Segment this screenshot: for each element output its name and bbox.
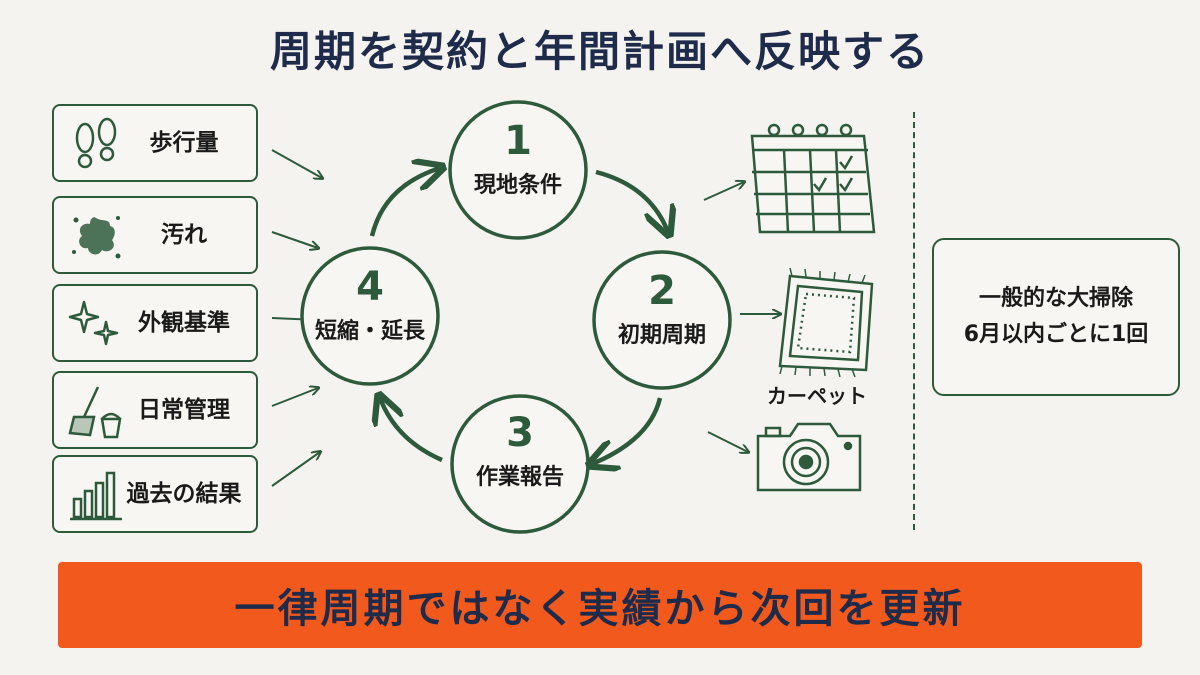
factor-label: 日常管理 [138, 397, 230, 423]
factor-arrow [271, 452, 320, 487]
banner-text: 一律周期ではなく実績から次回を更新 [234, 586, 966, 632]
cycle-step-4-label: 短縮・延長 [315, 318, 426, 344]
footprints-icon [75, 117, 117, 169]
cycle-arrow-4-1 [369, 168, 440, 237]
standard-line-2: 6月以内ごとに1回 [963, 322, 1149, 347]
output-arrow [703, 182, 744, 201]
factor-arrow [271, 149, 322, 178]
cycle-arrow-1-2 [595, 169, 668, 232]
cycle-step-4-number: 4 [356, 264, 384, 310]
factor-dirt: 汚れ [52, 196, 258, 274]
cycle-step-2-number: 2 [648, 268, 676, 314]
cycle-step-1-label: 現地条件 [474, 172, 562, 198]
sparkle-icon [68, 300, 119, 346]
factor-walking-volume: 歩行量 [52, 104, 258, 182]
page-title: 周期を契約と年間計画へ反映する [269, 27, 930, 76]
cycle-step-4-circle [300, 246, 440, 386]
factor-past-results: 過去の結果 [52, 455, 258, 533]
cycle-step-3-number: 3 [506, 410, 534, 456]
cycle-arrow-3-4 [380, 398, 443, 463]
general-standard-box: 一般的な大掃除 6月以内ごとに1回 [932, 238, 1180, 396]
bar-chart-icon [70, 471, 122, 521]
factor-label: 外観基準 [138, 310, 230, 336]
cycle-step-2-circle [592, 250, 732, 390]
factor-arrow [271, 231, 318, 248]
output-arrow [707, 431, 748, 452]
calendar-icon [750, 123, 876, 234]
broom-bucket-icon [68, 386, 122, 439]
carpet-icon [778, 267, 874, 378]
factor-daily-management: 日常管理 [52, 371, 258, 449]
cycle-step-2-label: 初期周期 [618, 322, 706, 348]
camera-icon [756, 422, 862, 492]
factor-label: 歩行量 [149, 130, 219, 156]
cycle-step-1-number: 1 [504, 118, 532, 164]
cycle-arrow-2-3 [592, 397, 663, 464]
standard-line-1: 一般的な大掃除 [978, 286, 1133, 311]
carpet-label: カーペット [767, 384, 867, 408]
stain-splat-icon [72, 216, 121, 259]
factor-appearance-standard: 外観基準 [52, 284, 258, 362]
factor-label: 汚れ [161, 222, 207, 248]
cycle-step-3-label: 作業報告 [476, 464, 564, 490]
dashed-divider [913, 112, 915, 530]
factor-label: 過去の結果 [126, 481, 242, 507]
summary-banner: 一律周期ではなく実績から次回を更新 [58, 562, 1142, 648]
factor-arrow [271, 388, 318, 407]
